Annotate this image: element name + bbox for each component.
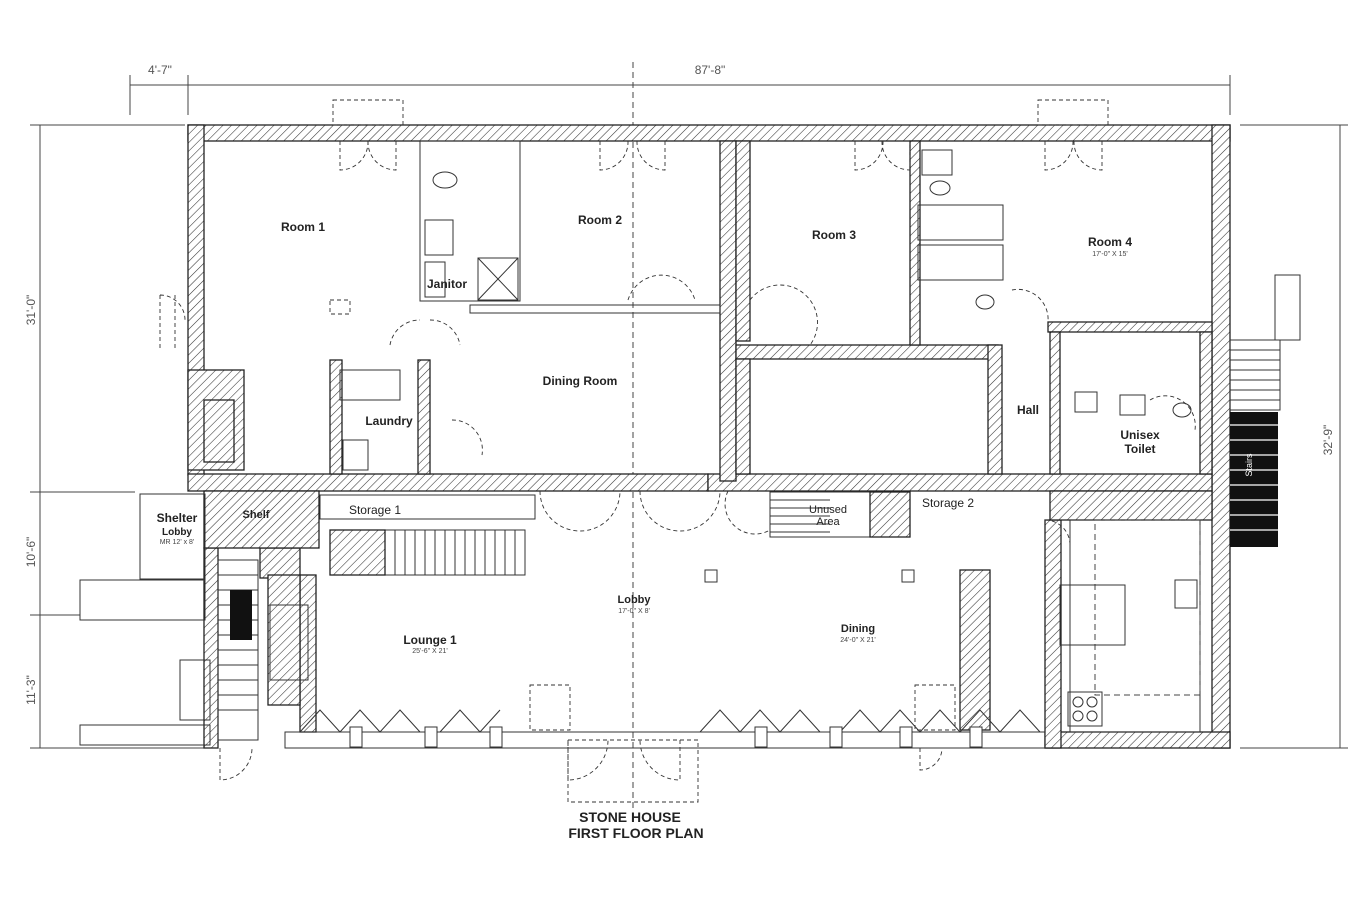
fixtures <box>79 140 1301 746</box>
dim-top-left: 4'-7" <box>148 63 172 77</box>
label-janitor: Janitor <box>427 277 467 291</box>
dim-right-overall: 32'-9" <box>1321 425 1335 456</box>
label-lobby-size: 17'-0" X 8' <box>618 608 650 615</box>
label-shelter-line2: Lobby <box>162 527 192 538</box>
label-room-3: Room 3 <box>812 228 856 242</box>
label-unused-area-line2: Area <box>816 516 840 528</box>
label-dining: Dining <box>841 623 875 635</box>
exterior-walls <box>187 124 1231 749</box>
label-lobby: Lobby <box>618 594 652 606</box>
label-storage-2: Storage 2 <box>922 496 974 510</box>
label-storage-1: Storage 1 <box>349 503 401 517</box>
dim-left-upper: 31'-0" <box>24 295 38 326</box>
label-unisex-toilet-line1: Unisex <box>1120 428 1160 442</box>
label-shelter-size: MR 12' x 8' <box>160 539 195 546</box>
label-room-1: Room 1 <box>281 220 325 234</box>
doors <box>159 99 1196 803</box>
stairs <box>217 339 1281 741</box>
front-windows <box>284 709 1046 749</box>
label-shelf: Shelf <box>243 509 270 521</box>
label-lounge-1: Lounge 1 <box>403 633 457 647</box>
label-dining-size: 24'-0" X 21' <box>840 637 876 644</box>
label-unisex-toilet-line2: Toilet <box>1124 442 1155 456</box>
label-hall: Hall <box>1017 403 1039 417</box>
label-stairs: Stairs <box>1244 453 1254 477</box>
label-room-4: Room 4 <box>1088 235 1132 249</box>
label-dining-room: Dining Room <box>543 374 618 388</box>
plan-title-line1: STONE HOUSE <box>579 809 681 825</box>
plan-title-line2: FIRST FLOOR PLAN <box>568 825 703 841</box>
interior-walls <box>187 140 1213 733</box>
label-shelter-line1: Shelter <box>157 511 198 525</box>
dim-left-lower: 11'-3" <box>24 675 38 705</box>
dimension-lines <box>30 62 1348 810</box>
label-room-2: Room 2 <box>578 213 622 227</box>
label-laundry: Laundry <box>365 414 413 428</box>
label-unused-area-line1: Unused <box>809 504 847 516</box>
dim-left-middle: 10'-6" <box>24 537 38 568</box>
label-lounge-1-size: 25'-6" X 21' <box>412 648 448 655</box>
label-room-4-size: 17'-0" X 15' <box>1092 251 1128 258</box>
dim-top-overall: 87'-8" <box>695 63 726 77</box>
